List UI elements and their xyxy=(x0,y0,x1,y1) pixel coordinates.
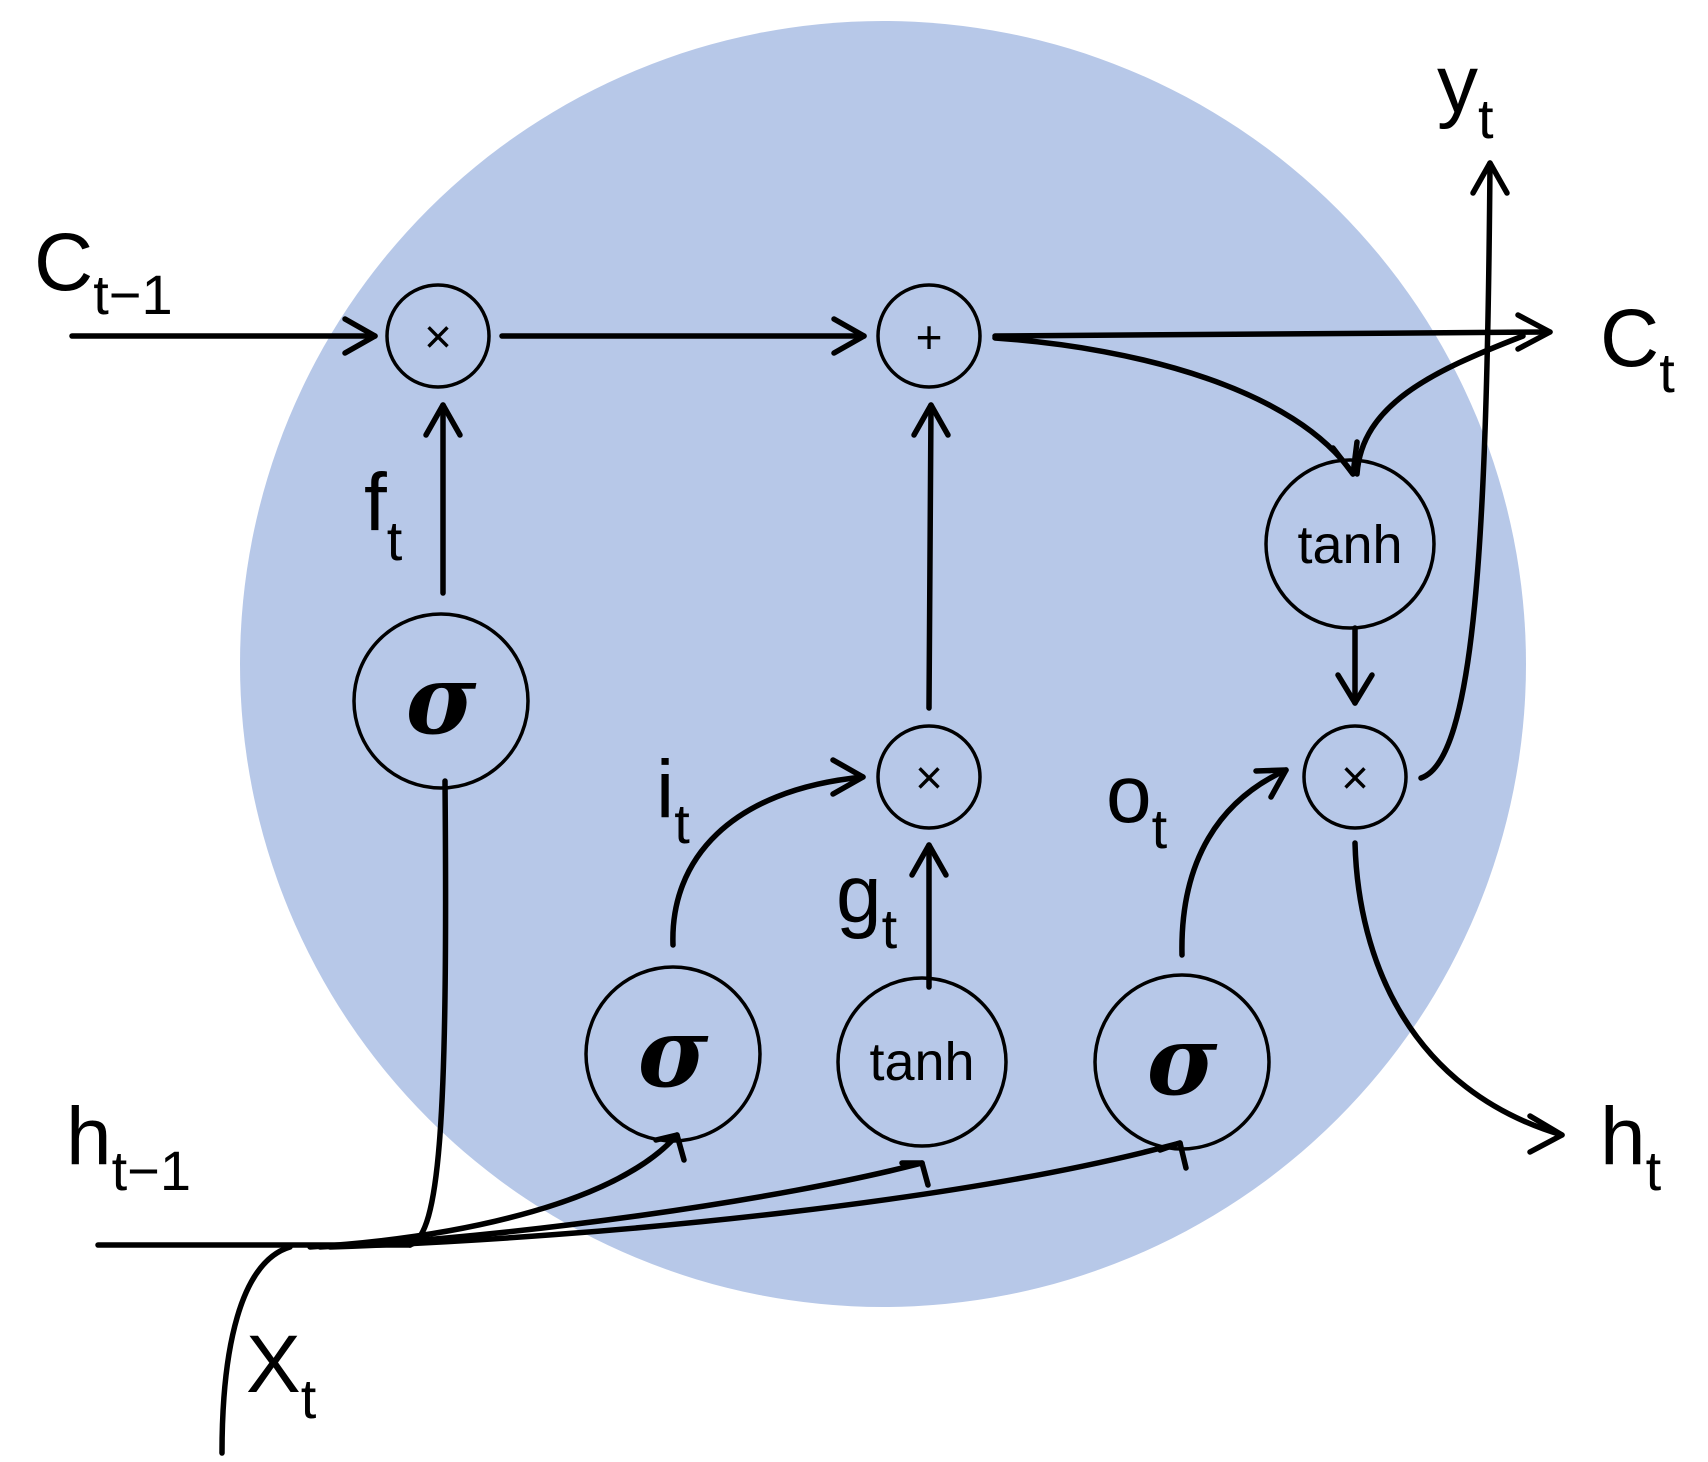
edge-bus-to-output-gate xyxy=(327,1140,1183,1250)
label-h-prev: ht−1 xyxy=(66,1091,191,1202)
input-gate-node: σ xyxy=(584,965,762,1143)
forget-gate-node: σ xyxy=(352,612,530,790)
label-c-prev: Ct−1 xyxy=(34,217,173,326)
forget-multiply-symbol: × xyxy=(424,311,452,364)
label-y-out: yt xyxy=(1437,39,1494,150)
label-f-gate: ft xyxy=(364,457,403,572)
output-multiply-node: × xyxy=(1302,724,1408,830)
edge-input-mult-to-add xyxy=(926,402,934,711)
cell-tanh-node: tanh xyxy=(1264,458,1436,630)
nodes: × + × × σ σ tanh xyxy=(352,283,1436,1151)
edge-output-gate-to-mult xyxy=(1179,767,1289,958)
edge-input-gate-to-mult xyxy=(670,774,866,948)
cell-add-node: + xyxy=(876,283,982,389)
labels: Ct−1 Ct yt ht−1 ht Xt ft it gt ot xyxy=(34,39,1675,1430)
input-multiply-symbol: × xyxy=(915,752,943,805)
candidate-gate-node: tanh xyxy=(836,976,1008,1148)
cell-tanh-label: tanh xyxy=(1297,515,1402,575)
label-c-out: Ct xyxy=(1600,293,1675,404)
edge-add-to-ct xyxy=(992,329,1553,339)
label-o-gate: ot xyxy=(1106,749,1168,860)
label-i-gate: it xyxy=(656,744,690,855)
cell-add-symbol: + xyxy=(916,311,943,363)
output-multiply-symbol: × xyxy=(1341,752,1369,805)
label-x-in: Xt xyxy=(246,1319,317,1430)
edges xyxy=(69,160,1565,1456)
edge-output-mult-to-yt xyxy=(1418,160,1493,781)
output-gate-node: σ xyxy=(1093,973,1271,1151)
input-gate-symbol: σ xyxy=(638,996,709,1109)
edge-add-to-cell-tanh xyxy=(992,335,1356,477)
output-gate-symbol: σ xyxy=(1147,1004,1218,1117)
forget-multiply-node: × xyxy=(385,283,491,389)
label-h-out: ht xyxy=(1600,1091,1662,1202)
lstm-cell-body xyxy=(240,21,1526,1307)
edge-xt-input xyxy=(219,1244,293,1456)
edge-output-mult-to-ht xyxy=(1352,840,1565,1138)
forget-gate-symbol: σ xyxy=(406,643,477,756)
candidate-gate-label: tanh xyxy=(869,1032,974,1092)
label-g-gate: gt xyxy=(836,849,898,960)
input-multiply-node: × xyxy=(876,724,982,830)
